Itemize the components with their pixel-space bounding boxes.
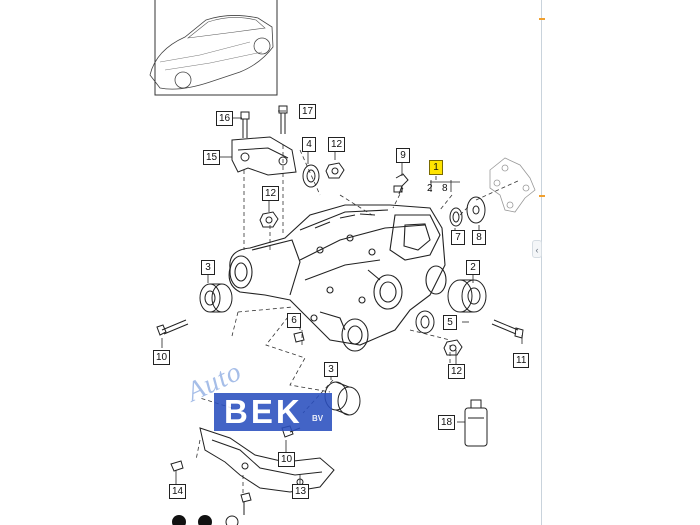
callout-4: 4 bbox=[302, 137, 316, 152]
drive-flange bbox=[489, 157, 536, 213]
bolt-10-left bbox=[156, 319, 189, 336]
lower-cover-13 bbox=[199, 427, 335, 493]
callout-14: 14 bbox=[169, 484, 187, 499]
bolt-11-right bbox=[491, 319, 524, 339]
callout-9: 9 bbox=[396, 148, 410, 163]
bolt-6 bbox=[293, 331, 305, 343]
watermark-suffix: BV bbox=[312, 414, 324, 423]
nut-12-left bbox=[259, 211, 279, 228]
nut-12-top bbox=[325, 162, 345, 179]
bolt-14 bbox=[170, 460, 184, 472]
callout-3-left: 3 bbox=[201, 260, 215, 275]
sublabel-8: 8 bbox=[442, 183, 448, 194]
callout-5: 5 bbox=[443, 315, 457, 330]
callout-6: 6 bbox=[287, 313, 301, 328]
viewer-divider bbox=[541, 0, 542, 525]
callout-7: 7 bbox=[451, 230, 465, 245]
marker-tick-top bbox=[539, 18, 545, 20]
bushing-3-left bbox=[199, 283, 233, 313]
vehicle-thumbnail bbox=[149, 0, 278, 96]
seal-5 bbox=[415, 310, 435, 334]
bolt-13-bottom bbox=[240, 492, 252, 515]
chevron-left-icon[interactable]: ‹ bbox=[532, 240, 542, 258]
fluid-bottle-18 bbox=[464, 399, 488, 447]
washer-8 bbox=[466, 196, 486, 224]
nut-12-lower bbox=[443, 339, 463, 356]
sensor-9 bbox=[393, 173, 409, 195]
bolt-17 bbox=[278, 105, 288, 134]
callout-18: 18 bbox=[438, 415, 456, 430]
callout-1: 1 bbox=[429, 160, 443, 175]
callout-15: 15 bbox=[203, 150, 221, 165]
callout-16: 16 bbox=[216, 111, 234, 126]
marker-tick-mid bbox=[539, 195, 545, 197]
callout-12-left: 12 bbox=[262, 186, 280, 201]
callout-10-left: 10 bbox=[153, 350, 171, 365]
callout-17: 17 bbox=[299, 104, 317, 119]
callout-10-lower: 10 bbox=[278, 452, 296, 467]
callout-12-lower: 12 bbox=[448, 364, 466, 379]
callout-12-top: 12 bbox=[328, 137, 346, 152]
mount-bracket bbox=[231, 136, 297, 176]
seal-7 bbox=[449, 207, 463, 227]
callout-11: 11 bbox=[513, 353, 530, 368]
bushing-2-right bbox=[447, 279, 487, 313]
bushing-3-lower bbox=[324, 381, 361, 416]
bolt-16 bbox=[240, 111, 250, 138]
seal-4 bbox=[302, 164, 320, 188]
callout-13: 13 bbox=[292, 484, 310, 499]
callout-3-lower: 3 bbox=[324, 362, 338, 377]
watermark-logo: BEK bbox=[214, 393, 332, 431]
tool-symbols bbox=[172, 515, 239, 525]
callout-2-right: 2 bbox=[466, 260, 480, 275]
callout-8: 8 bbox=[472, 230, 486, 245]
differential-housing bbox=[228, 204, 447, 352]
sublabel-2: 2 bbox=[427, 183, 433, 194]
